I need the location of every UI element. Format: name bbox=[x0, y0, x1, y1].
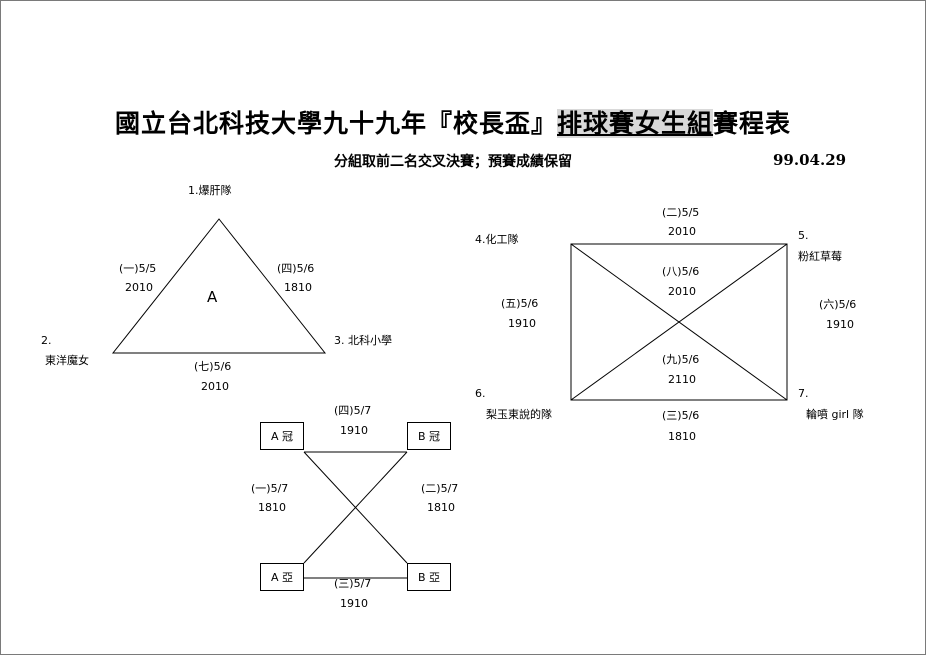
match-a3-id: (七)5/6 bbox=[194, 360, 232, 373]
box-b-runnerup: B 亞 bbox=[407, 563, 451, 591]
match-b1-id: (二)5/5 bbox=[662, 206, 700, 219]
team-6-number: 6. bbox=[475, 387, 486, 400]
final-match-1-time: 1910 bbox=[340, 424, 368, 437]
schedule-date: 99.04.29 bbox=[773, 151, 847, 169]
match-b3-time: 1910 bbox=[826, 318, 854, 331]
title-before: 國立台北科技大學九十九年『校長盃』 bbox=[115, 109, 558, 138]
group-a-label: A bbox=[207, 288, 218, 306]
match-b5-time: 2110 bbox=[668, 373, 696, 386]
match-b6-time: 1810 bbox=[668, 430, 696, 443]
team-7-number: 7. bbox=[798, 387, 809, 400]
match-b2-time: 1910 bbox=[508, 317, 536, 330]
match-b1-time: 2010 bbox=[668, 225, 696, 238]
match-b2-id: (五)5/6 bbox=[501, 297, 539, 310]
team-3: 3. 北科小學 bbox=[334, 334, 392, 347]
match-b4-id: (八)5/6 bbox=[662, 265, 700, 278]
team-5-number: 5. bbox=[798, 229, 809, 242]
match-b4-time: 2010 bbox=[668, 285, 696, 298]
team-7-name: 輪噴 girl 隊 bbox=[806, 408, 864, 421]
final-match-2-time: 1810 bbox=[258, 501, 286, 514]
match-a2-id: (四)5/6 bbox=[277, 262, 315, 275]
team-2-number: 2. bbox=[41, 334, 52, 347]
final-match-3-id: (二)5/7 bbox=[421, 482, 459, 495]
finals-cross-2 bbox=[303, 451, 408, 564]
box-a-runnerup: A 亞 bbox=[260, 563, 304, 591]
final-match-4-time: 1910 bbox=[340, 597, 368, 610]
page-title: 國立台北科技大學九十九年『校長盃』排球賽女生組賽程表 bbox=[115, 104, 791, 140]
match-a3-time: 2010 bbox=[201, 380, 229, 393]
final-match-1-id: (四)5/7 bbox=[334, 404, 372, 417]
group-b-diagonal-2 bbox=[570, 243, 788, 401]
title-after: 賽程表 bbox=[713, 109, 792, 138]
match-a1-id: (一)5/5 bbox=[119, 262, 157, 275]
team-6-name: 梨玉東說的隊 bbox=[486, 408, 552, 421]
group-a-triangle bbox=[111, 218, 327, 354]
match-b5-id: (九)5/6 bbox=[662, 353, 700, 366]
team-5-name: 粉紅草莓 bbox=[798, 250, 842, 263]
box-b-champion: B 冠 bbox=[407, 422, 451, 450]
subtitle: 分組取前二名交叉決賽；預賽成績保留 bbox=[334, 154, 572, 170]
box-a-champion: A 冠 bbox=[260, 422, 304, 450]
final-match-3-time: 1810 bbox=[427, 501, 455, 514]
match-b6-id: (三)5/6 bbox=[662, 409, 700, 422]
final-match-4-id: (三)5/7 bbox=[334, 577, 372, 590]
final-match-2-id: (一)5/7 bbox=[251, 482, 289, 495]
match-a1-time: 2010 bbox=[125, 281, 153, 294]
group-b-rectangle bbox=[570, 243, 788, 401]
match-b3-id: (六)5/6 bbox=[819, 298, 857, 311]
match-a2-time: 1810 bbox=[284, 281, 312, 294]
team-2-name: 東洋魔女 bbox=[45, 354, 89, 367]
team-4: 4.化工隊 bbox=[475, 233, 519, 246]
team-1: 1.爆肝隊 bbox=[188, 184, 232, 197]
title-highlight: 排球賽女生組 bbox=[557, 109, 714, 138]
